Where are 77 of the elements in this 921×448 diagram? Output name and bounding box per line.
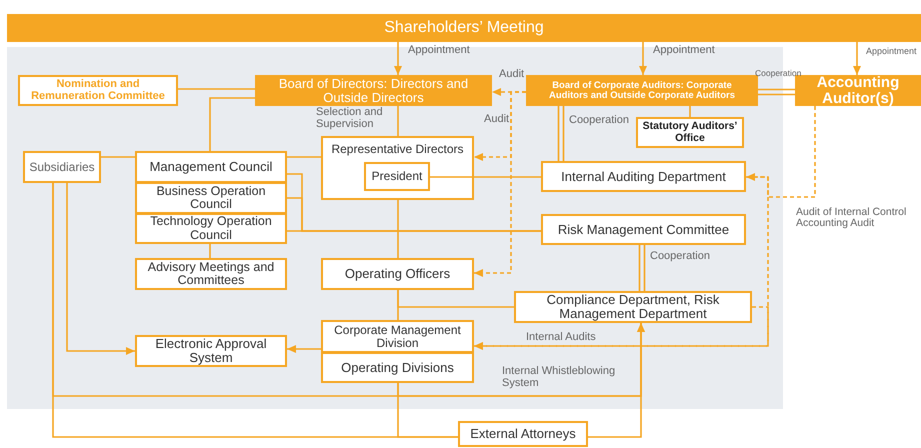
edge-label: Appointment [408,45,470,57]
edge-label: Internal Whistleblowing System [502,366,616,390]
box-label: Nomination and Remuneration Committee [30,78,166,102]
edge-label: Cooperation [569,115,629,127]
connector-line [397,200,399,258]
dashed-arrow [474,91,526,277]
box-label: Subsidiaries [28,160,96,174]
box-label: External Attorneys [469,427,577,441]
arrow [287,345,321,353]
org-box [135,151,287,183]
box-label: Corporate Management Division [333,324,462,350]
connector-line [178,88,255,90]
org-box [135,213,287,244]
connector-line [287,156,321,158]
box-label: Electronic Approval System [154,337,268,365]
connector-line [689,106,691,117]
highlighted-box [7,14,921,42]
arrow [853,42,861,75]
edge-label: Audit [484,114,510,126]
edge-label: Appointment [866,47,917,56]
arrow [639,42,647,75]
connector-line [101,156,135,158]
connector-line [397,106,399,136]
connector-line [397,383,458,438]
org-box [321,136,474,200]
edge-label: Internal Audits [526,332,596,344]
connector-line [558,105,564,162]
org-box [321,258,474,290]
org-box [135,335,287,367]
box-label: Shareholders’ Meeting [383,20,545,36]
connector-line [430,176,541,178]
box-label: Operating Officers [344,267,452,281]
dashed-arrow [474,176,769,350]
org-box [541,161,746,192]
edge-label: Audit [499,69,524,81]
box-label: Accounting Auditor(s) [816,74,900,106]
org-box [135,258,287,290]
box-label: Internal Auditing Department [560,170,727,184]
org-box [364,162,430,191]
box-label: Operating Divisions [340,360,455,374]
arrow [66,183,135,355]
box-label: Technology Operation Council [149,215,273,242]
org-box [514,291,752,323]
box-label: Business Operation Council [155,184,267,212]
org-box [135,182,287,214]
box-label: Statutory Auditors’ Office [642,121,738,144]
box-label: Board of Directors: Directors and Outside Directors [278,76,470,104]
org-box [23,151,101,183]
connector-line [638,244,646,292]
edge-label: Cooperation [650,251,710,263]
connector-line [287,230,541,232]
edge-label: Audit of Internal Control Accounting Audit [796,207,908,230]
box-label: Management Council [148,160,274,174]
box-label: Board of Corporate Auditors: Corporate Auditors and Outside Corporate Auditors [548,80,736,100]
dashed-arrow [474,306,769,350]
connector-line [209,97,255,151]
org-box [321,352,474,383]
highlighted-box [255,75,492,106]
edge-label: Selection and Supervision [316,107,384,130]
org-box [458,421,588,447]
box-label: Compliance Department, Risk Management Department [546,293,720,321]
org-box [321,320,474,353]
box-label: Risk Management Committee [556,222,730,236]
dashed-arrow [746,106,816,198]
connector-line [757,88,796,96]
box-label: President [370,170,424,183]
box-label: Representative Directors [330,143,465,156]
arrow [588,323,645,438]
connector-line [397,290,514,308]
org-box [541,214,746,245]
connector-line [209,244,211,258]
edge-label: Cooperation [755,69,802,78]
arrow [394,42,402,75]
edge-label: Appointment [653,45,715,57]
box-label: Advisory Meetings and Committees [146,260,276,288]
org-box [18,75,178,106]
org-box [636,117,744,148]
